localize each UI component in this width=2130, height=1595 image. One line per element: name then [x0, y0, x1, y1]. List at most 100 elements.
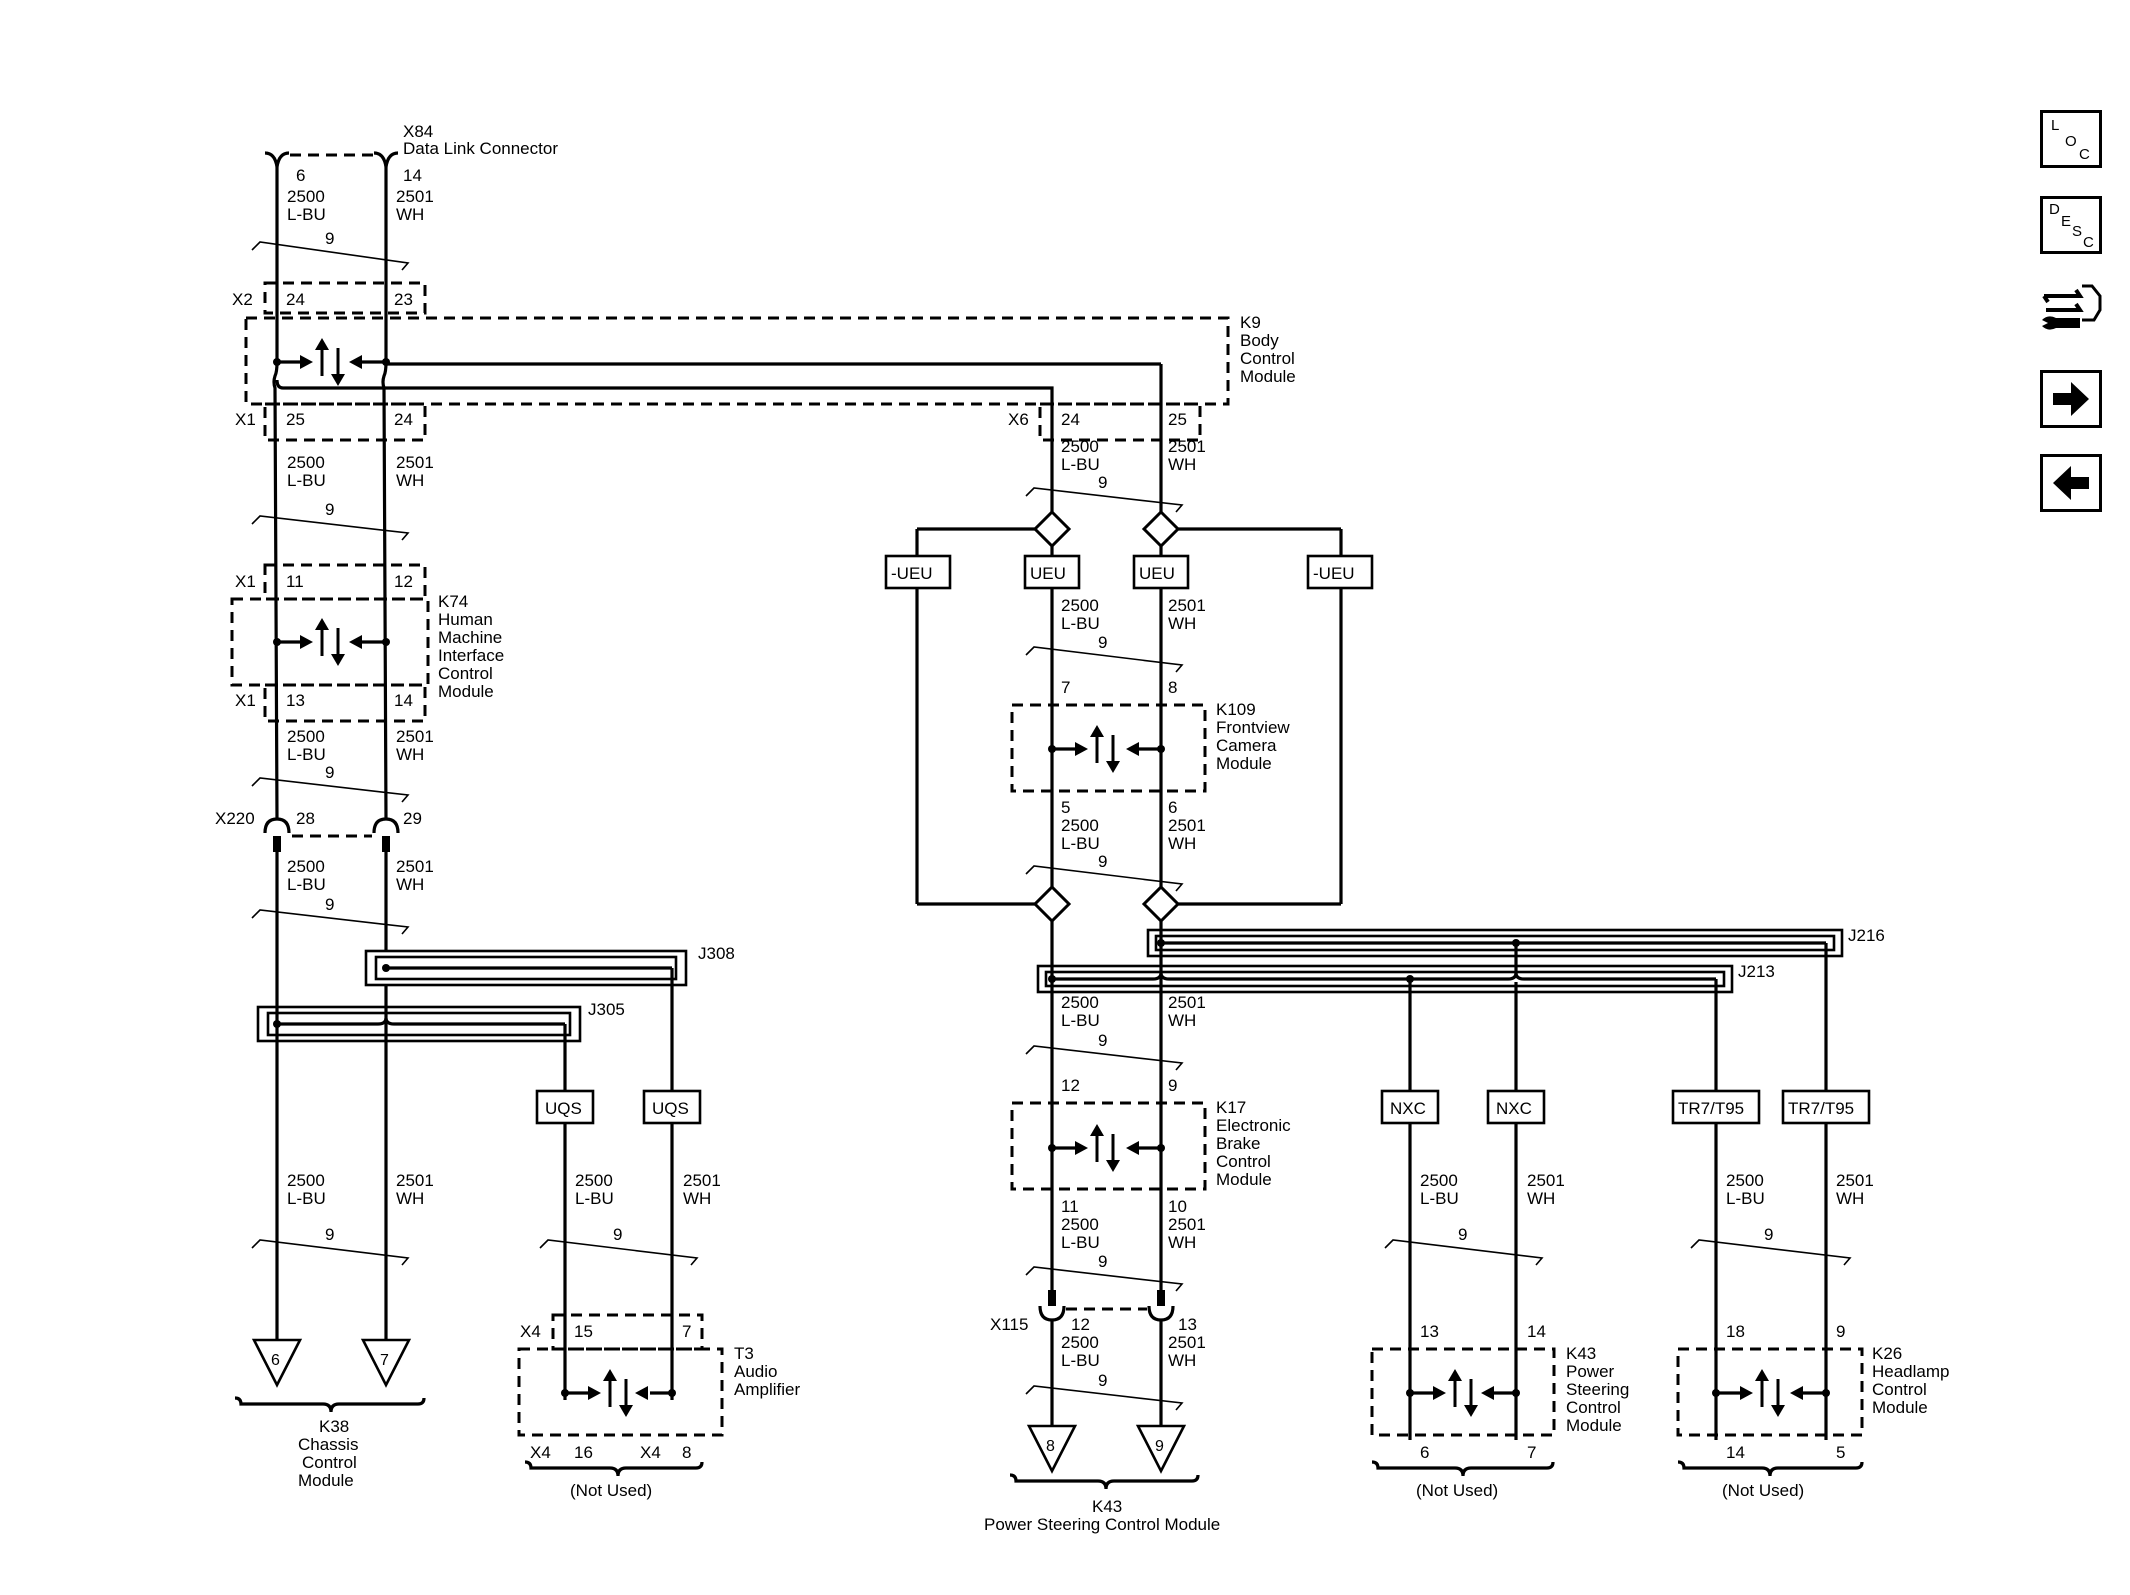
svg-text:7: 7 — [682, 1322, 691, 1341]
description-button[interactable]: D E S C — [2040, 196, 2102, 254]
location-button[interactable]: L O C — [2040, 110, 2102, 168]
svg-text:13: 13 — [1420, 1322, 1439, 1341]
svg-text:L-BU: L-BU — [1061, 1233, 1100, 1252]
svg-text:9: 9 — [1098, 473, 1107, 492]
x84-pin-left: 6 — [296, 166, 305, 185]
k74-id: K74 — [438, 592, 468, 611]
wire-labels-ueu: 2500 L-BU 2501 WH 9 — [1025, 596, 1206, 673]
svg-text:X1: X1 — [235, 410, 256, 429]
svg-text:11: 11 — [286, 572, 304, 591]
x84-name: Data Link Connector — [403, 139, 558, 158]
svg-text:L-BU: L-BU — [287, 1189, 326, 1208]
svg-text:2500: 2500 — [1726, 1171, 1764, 1190]
wire-labels-x6: 2500 L-BU 2501 WH 9 — [1025, 437, 1206, 513]
svg-text:2501: 2501 — [1168, 437, 1206, 456]
svg-text:Module: Module — [438, 682, 494, 701]
svg-text:WH: WH — [396, 745, 424, 764]
svg-text:X6: X6 — [1008, 410, 1029, 429]
svg-text:Power Steering Control Module: Power Steering Control Module — [984, 1515, 1220, 1534]
svg-text:WH: WH — [1836, 1189, 1864, 1208]
svg-text:NXC: NXC — [1496, 1099, 1532, 1118]
svg-text:7: 7 — [1527, 1443, 1536, 1462]
svg-text:9: 9 — [1836, 1322, 1845, 1341]
svg-text:Control: Control — [1216, 1152, 1271, 1171]
svg-text:9: 9 — [325, 229, 334, 248]
uqs-option-left: UQS — [535, 1089, 595, 1125]
svg-text:12: 12 — [1071, 1315, 1090, 1334]
k38-chassis-control-module: 6 7 K38 Chassis Control Module — [234, 1338, 426, 1490]
svg-text:Module: Module — [298, 1471, 354, 1490]
t3-audio-amplifier: X4 15 7 T3 Audio Amplifier X4 16 X4 8 (N… — [517, 1313, 800, 1500]
wire-labels-k26: 2500 L-BU 2501 WH 9 — [1690, 1171, 1874, 1266]
svg-text:Body: Body — [1240, 331, 1279, 350]
svg-text:6: 6 — [1420, 1443, 1429, 1462]
wire-labels-k43: 2500 L-BU 2501 WH 9 — [1384, 1171, 1565, 1266]
svg-text:Control: Control — [438, 664, 493, 683]
svg-text:WH: WH — [396, 471, 424, 490]
svg-text:-UEU: -UEU — [891, 564, 933, 583]
wire-labels-x220: 2500 L-BU 2501 WH 9 — [251, 857, 434, 935]
svg-text:X220: X220 — [215, 809, 255, 828]
svg-text:WH: WH — [396, 205, 424, 224]
previous-page-button[interactable] — [2040, 454, 2102, 512]
svg-text:TR7/T95: TR7/T95 — [1678, 1099, 1744, 1118]
wire-labels-x84: 2500 L-BU 2501 WH 9 — [251, 187, 434, 271]
wire-labels-k38: 2500 L-BU 2501 WH 9 — [251, 1171, 434, 1266]
svg-text:2501: 2501 — [1168, 596, 1206, 615]
svg-text:Machine: Machine — [438, 628, 502, 647]
svg-text:25: 25 — [1168, 410, 1187, 429]
svg-text:9: 9 — [1168, 1076, 1177, 1095]
k9-id: K9 — [1240, 313, 1261, 332]
svg-text:L-BU: L-BU — [575, 1189, 614, 1208]
svg-text:9: 9 — [325, 500, 334, 519]
left-trunk-wires — [272, 167, 388, 1340]
svg-text:(Not Used): (Not Used) — [570, 1481, 652, 1500]
svg-text:9: 9 — [1098, 1031, 1107, 1050]
svg-text:2500: 2500 — [287, 727, 325, 746]
svg-text:29: 29 — [403, 809, 422, 828]
svg-text:L-BU: L-BU — [1061, 1011, 1100, 1030]
wire-labels-k74-x220: 2500 L-BU 2501 WH 9 — [251, 727, 434, 803]
svg-text:2500: 2500 — [1061, 596, 1099, 615]
svg-text:6: 6 — [271, 1352, 280, 1369]
svg-text:J305: J305 — [588, 1000, 625, 1019]
svg-text:J216: J216 — [1848, 926, 1885, 945]
svg-text:2500: 2500 — [1061, 816, 1099, 835]
svg-text:UEU: UEU — [1139, 564, 1175, 583]
svg-text:2501: 2501 — [396, 727, 434, 746]
diagnostic-connector-wrench-icon[interactable] — [2036, 276, 2108, 338]
x115-connector: X115 12 13 — [990, 1290, 1197, 1334]
svg-text:13: 13 — [1178, 1315, 1197, 1334]
svg-text:Headlamp: Headlamp — [1872, 1362, 1950, 1381]
svg-text:9: 9 — [325, 1225, 334, 1244]
svg-text:Steering: Steering — [1566, 1380, 1629, 1399]
ueu-option-left: UEU — [1023, 554, 1081, 590]
svg-text:UQS: UQS — [545, 1099, 582, 1118]
svg-text:L-BU: L-BU — [1061, 455, 1100, 474]
svg-text:L-BU: L-BU — [1061, 614, 1100, 633]
ueu-join-bottom — [917, 884, 1341, 924]
k9-body-control-module: X2 24 23 K9 Body Control Module X1 25 24… — [232, 281, 1296, 442]
svg-text:WH: WH — [1168, 1233, 1196, 1252]
wire-labels-x115: 2500 L-BU 2501 WH 9 — [1025, 1333, 1206, 1411]
svg-text:28: 28 — [296, 809, 315, 828]
svg-text:9: 9 — [1155, 1438, 1164, 1455]
k74-hmi-control-module: X1 11 12 K74 Human Machine Interface Con… — [230, 563, 504, 723]
svg-text:Module: Module — [1240, 367, 1296, 386]
k43-power-steering-bottom: 8 9 K43 Power Steering Control Module — [984, 1424, 1220, 1534]
arrow-right-icon — [2053, 382, 2089, 416]
svg-text:Human: Human — [438, 610, 493, 629]
svg-text:24: 24 — [286, 290, 305, 309]
svg-text:Control: Control — [1240, 349, 1295, 368]
svg-text:2500: 2500 — [287, 453, 325, 472]
svg-text:2500: 2500 — [287, 187, 325, 206]
svg-text:2501: 2501 — [1168, 1215, 1206, 1234]
ueu-option-right: UEU — [1132, 554, 1190, 590]
svg-text:J213: J213 — [1738, 962, 1775, 981]
svg-text:Brake: Brake — [1216, 1134, 1260, 1153]
svg-text:Module: Module — [1872, 1398, 1928, 1417]
next-page-button[interactable] — [2040, 370, 2102, 428]
svg-text:(Not Used): (Not Used) — [1416, 1481, 1498, 1500]
k109-frontview-camera-module: 7 8 K109 Frontview Camera Module 5 6 — [1010, 678, 1290, 817]
